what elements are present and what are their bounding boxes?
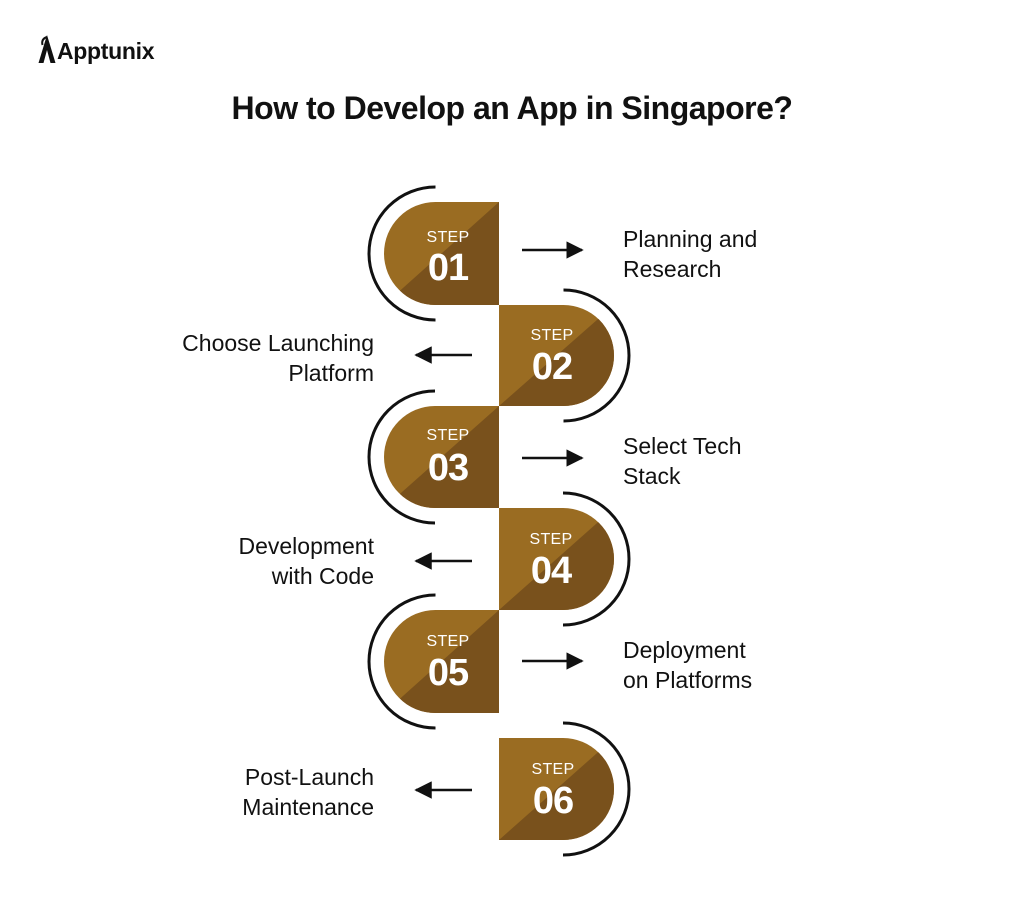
step-4-shade bbox=[499, 508, 614, 610]
step-3-number: 03 bbox=[427, 447, 469, 489]
step-6-outline-arc bbox=[562, 721, 631, 857]
step-6-label-line1: Post-Launch bbox=[244, 764, 374, 790]
step-5-word: STEP bbox=[426, 633, 470, 650]
step-3-label-line2: Stack bbox=[623, 463, 681, 489]
step-4-word: STEP bbox=[529, 531, 573, 548]
step-2-label-line1: Choose Launching bbox=[182, 330, 374, 356]
step-6-word: STEP bbox=[531, 761, 575, 778]
apptunix-logo-icon bbox=[38, 35, 56, 63]
step-3-shade bbox=[384, 406, 499, 508]
step-5-label: Deployment on Platforms bbox=[623, 635, 883, 695]
step-6-label-line2: Maintenance bbox=[242, 794, 374, 820]
step-4-outline-arc bbox=[562, 491, 631, 627]
step-1-label: Planning and Research bbox=[623, 224, 883, 284]
step-4-block bbox=[414, 491, 631, 627]
step-1-label-line2: Research bbox=[623, 256, 722, 282]
step-6-number: 06 bbox=[532, 780, 574, 822]
step-1-label-line1: Planning and bbox=[623, 226, 758, 252]
step-4-label-line2: with Code bbox=[271, 563, 374, 589]
step-5-block bbox=[367, 593, 584, 730]
step-5-label-line1: Deployment bbox=[623, 637, 746, 663]
step-5-shade bbox=[384, 610, 499, 713]
step-1-number: 01 bbox=[427, 247, 469, 289]
step-2-label: Choose Launching Platform bbox=[114, 328, 374, 388]
step-2-outline-arc bbox=[563, 288, 631, 423]
brand-name: Apptunix bbox=[57, 38, 155, 64]
step-2-block bbox=[414, 288, 631, 423]
step-5-label-line2: on Platforms bbox=[623, 667, 753, 693]
step-2-word: STEP bbox=[530, 327, 574, 344]
step-4-label-line1: Development bbox=[238, 533, 374, 559]
step-3-label-line1: Select Tech bbox=[623, 433, 742, 459]
step-1-outline-arc bbox=[367, 185, 436, 322]
step-6-shade bbox=[499, 738, 614, 840]
step-4-label: Development with Code bbox=[114, 531, 374, 591]
step-3-outline-arc bbox=[367, 389, 436, 525]
step-6-block bbox=[414, 721, 631, 857]
step-5-outline-arc bbox=[367, 593, 436, 730]
step-2-label-line2: Platform bbox=[288, 360, 374, 386]
step-1-word: STEP bbox=[426, 229, 470, 246]
step-1-shade bbox=[384, 202, 499, 305]
step-3-word: STEP bbox=[426, 427, 470, 444]
brand-logo: Apptunix bbox=[36, 30, 155, 64]
step-3-block bbox=[367, 389, 584, 525]
step-2-shade bbox=[499, 305, 614, 406]
page-title: How to Develop an App in Singapore? bbox=[231, 90, 793, 126]
step-3-label: Select Tech Stack bbox=[623, 431, 883, 491]
step-2-number: 02 bbox=[531, 346, 573, 388]
step-1-block bbox=[367, 185, 584, 322]
step-5-number: 05 bbox=[427, 652, 469, 694]
step-4-number: 04 bbox=[530, 550, 572, 592]
step-6-label: Post-Launch Maintenance bbox=[114, 762, 374, 822]
